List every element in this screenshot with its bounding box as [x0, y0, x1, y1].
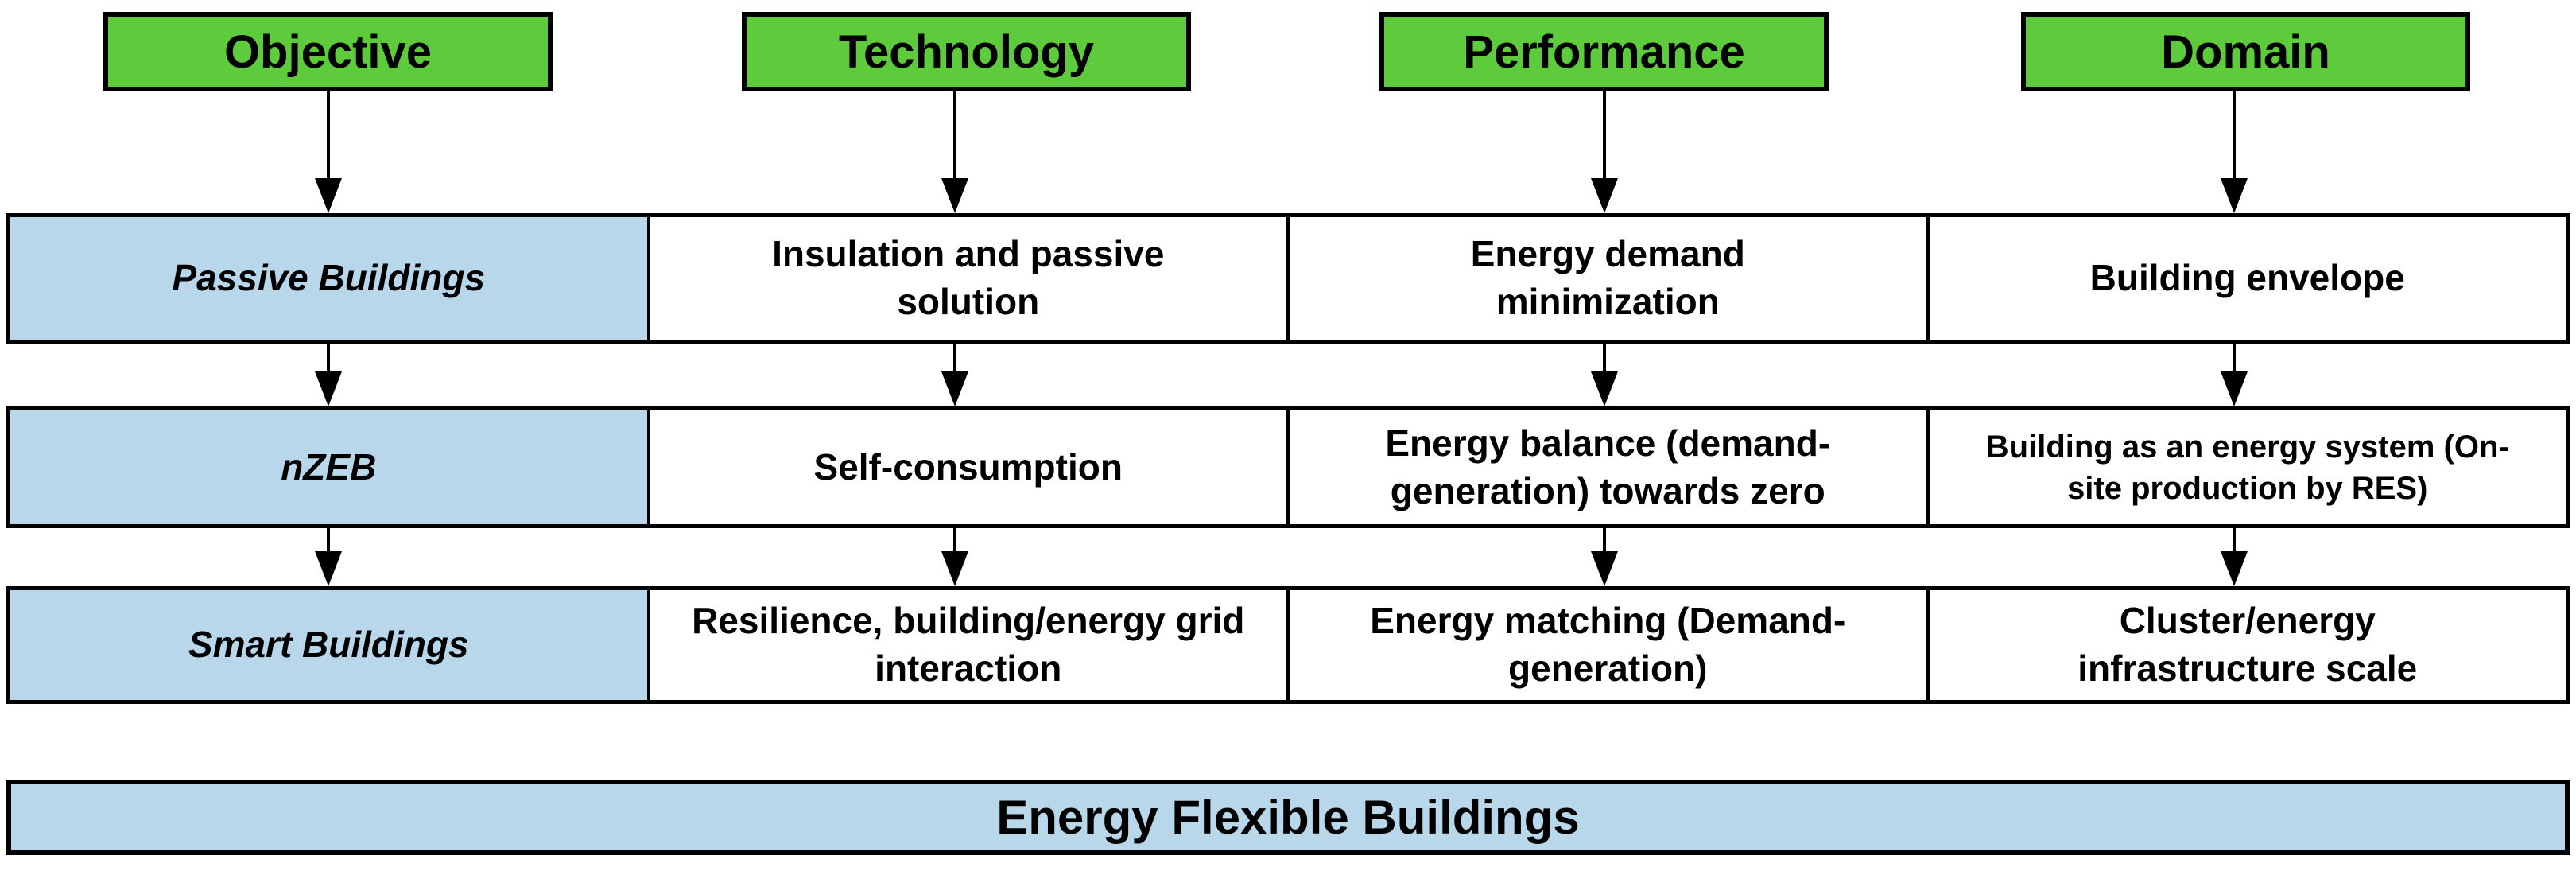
- row-nzeb: nZEB Self-consumption Energy balance (de…: [6, 406, 2570, 528]
- arrow-down-icon: [1591, 528, 1618, 586]
- energy-flexible-buildings-bar: Energy Flexible Buildings: [6, 780, 2570, 855]
- row-smart-buildings: Smart Buildings Resilience, building/ene…: [6, 586, 2570, 704]
- cell-smart-buildings-technology: Resilience, building/energy grid interac…: [646, 590, 1286, 700]
- header-label-technology: Technology: [838, 25, 1095, 78]
- header-box-domain: Domain: [2021, 12, 2470, 91]
- header-label-domain: Domain: [2161, 25, 2330, 78]
- cell-text: Building as an energy system (On-site pr…: [1985, 429, 2509, 506]
- cell-passive-buildings-domain: Building envelope: [1926, 217, 2566, 340]
- arrow-down-icon: [1591, 344, 1618, 406]
- cell-text: Energy demand minimization: [1470, 233, 1745, 322]
- arrow-down-icon: [2221, 528, 2248, 586]
- cell-text: Passive Buildings: [172, 257, 486, 299]
- cell-nzeb-technology: Self-consumption: [646, 410, 1286, 524]
- cell-text: Building envelope: [2089, 257, 2405, 299]
- arrow-down-icon: [315, 91, 342, 213]
- cell-passive-buildings-technology: Insulation and passive solution: [646, 217, 1286, 340]
- cell-text: Self-consumption: [813, 445, 1123, 488]
- arrow-down-icon: [941, 91, 968, 213]
- header-label-performance: Performance: [1463, 25, 1745, 78]
- header-box-performance: Performance: [1379, 12, 1829, 91]
- cell-nzeb-performance: Energy balance (demand-generation) towar…: [1286, 410, 1926, 524]
- arrow-down-icon: [315, 528, 342, 586]
- header-label-objective: Objective: [223, 25, 433, 78]
- arrow-down-icon: [941, 344, 968, 406]
- footer-label: Energy Flexible Buildings: [996, 791, 1580, 844]
- cell-smart-buildings-performance: Energy matching (Demand-generation): [1286, 590, 1926, 700]
- cell-text: Energy balance (demand-generation) towar…: [1385, 422, 1831, 511]
- row-passive-buildings: Passive Buildings Insulation and passive…: [6, 213, 2570, 344]
- arrow-down-icon: [941, 528, 968, 586]
- cell-passive-buildings-objective: Passive Buildings: [10, 217, 647, 340]
- cell-text: Energy matching (Demand-generation): [1370, 600, 1846, 689]
- cell-passive-buildings-performance: Energy demand minimization: [1286, 217, 1926, 340]
- arrow-down-icon: [1591, 91, 1618, 213]
- cell-text: Insulation and passive solution: [772, 233, 1165, 322]
- cell-text: Resilience, building/energy grid interac…: [692, 600, 1245, 689]
- header-box-objective: Objective: [103, 12, 553, 91]
- cell-nzeb-domain: Building as an energy system (On-site pr…: [1926, 410, 2566, 524]
- cell-text: Smart Buildings: [188, 624, 469, 666]
- arrow-down-icon: [315, 344, 342, 406]
- cell-smart-buildings-objective: Smart Buildings: [10, 590, 647, 700]
- cell-nzeb-objective: nZEB: [10, 410, 647, 524]
- cell-text: Cluster/energy infrastructure scale: [2077, 600, 2418, 689]
- cell-text: nZEB: [281, 445, 377, 488]
- arrow-down-icon: [2221, 344, 2248, 406]
- header-box-technology: Technology: [742, 12, 1191, 91]
- arrow-down-icon: [2221, 91, 2248, 213]
- cell-smart-buildings-domain: Cluster/energy infrastructure scale: [1926, 590, 2566, 700]
